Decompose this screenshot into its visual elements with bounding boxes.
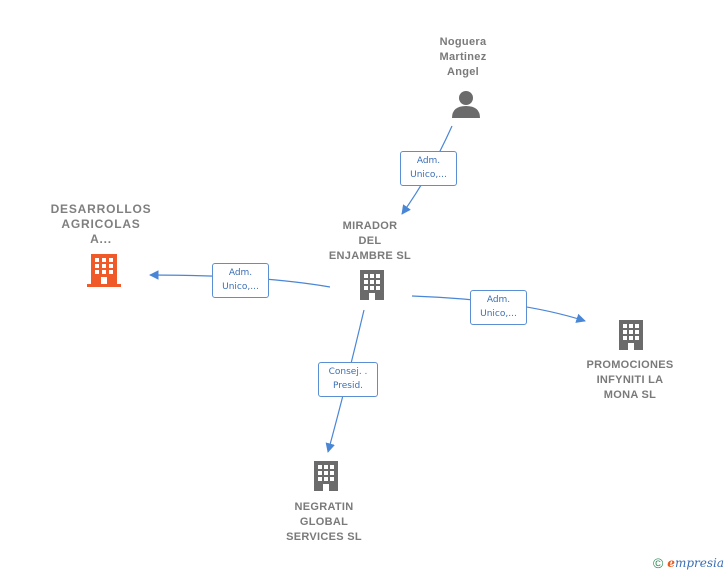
node-label-focus[interactable]: DESARROLLOS AGRICOLAS A... bbox=[50, 202, 152, 246]
copyright-symbol: © bbox=[652, 555, 664, 571]
edge-label-center-promo[interactable]: Adm. Unico,... bbox=[470, 290, 527, 325]
brand-footer: © empresia bbox=[653, 555, 724, 571]
node-label-negratin[interactable]: NEGRATIN GLOBAL SERVICES SL bbox=[286, 501, 362, 543]
node-label-person[interactable]: Noguera Martinez Angel bbox=[439, 36, 487, 78]
building-icon[interactable] bbox=[311, 459, 341, 493]
person-icon[interactable] bbox=[451, 89, 481, 119]
node-label-center[interactable]: MIRADOR DEL ENJAMBRE SL bbox=[328, 220, 412, 262]
building-icon[interactable] bbox=[357, 268, 387, 302]
building-icon[interactable] bbox=[87, 252, 121, 288]
edge-label-center-negratin[interactable]: Consej. . Presid. bbox=[318, 362, 378, 397]
edge-label-person-center[interactable]: Adm. Unico,... bbox=[400, 151, 457, 186]
building-icon[interactable] bbox=[616, 318, 646, 352]
edge-label-center-focus[interactable]: Adm. Unico,... bbox=[212, 263, 269, 298]
node-label-promo[interactable]: PROMOCIONES INFYNITI LA MONA SL bbox=[586, 359, 674, 401]
brand-logo[interactable]: empresia bbox=[667, 556, 724, 570]
